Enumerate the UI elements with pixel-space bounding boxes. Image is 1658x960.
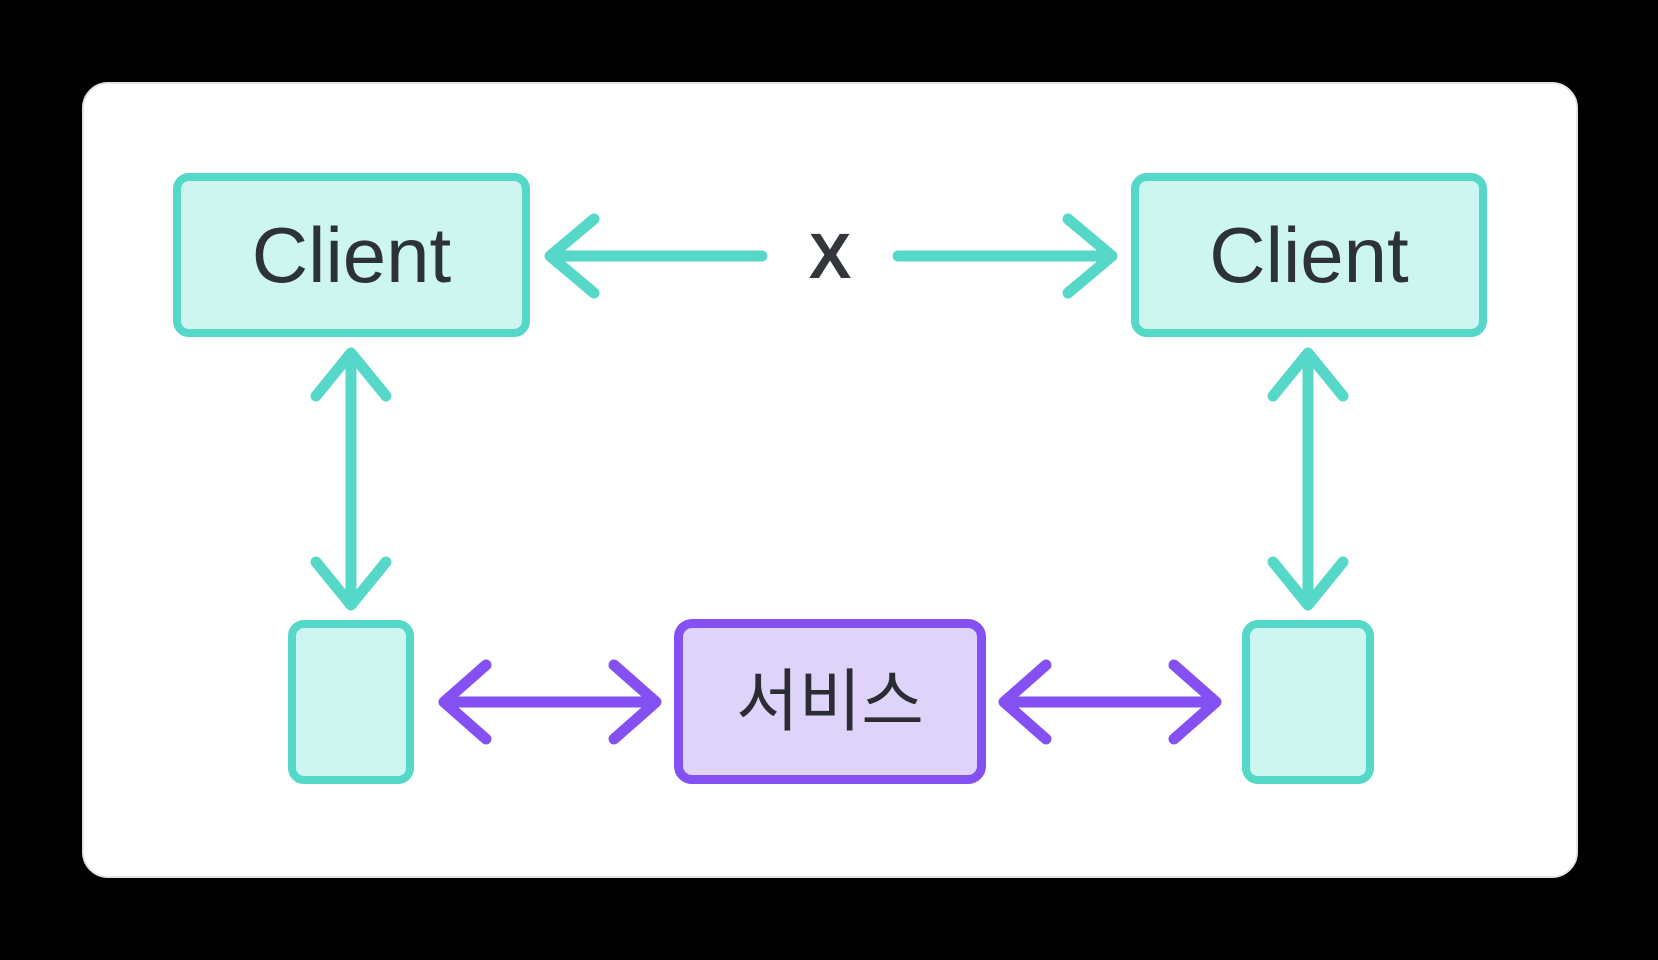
- blocked-connection-label: X: [808, 220, 852, 292]
- service-node: 서비스: [674, 619, 986, 784]
- service-label: 서비스: [736, 663, 924, 740]
- client-left-node: Client: [173, 173, 530, 337]
- relay-right-node: [1242, 620, 1374, 784]
- client-left-label: Client: [251, 211, 452, 299]
- client-right-node: Client: [1131, 173, 1487, 337]
- relay-left-node: [288, 620, 414, 784]
- client-right-label: Client: [1209, 211, 1409, 299]
